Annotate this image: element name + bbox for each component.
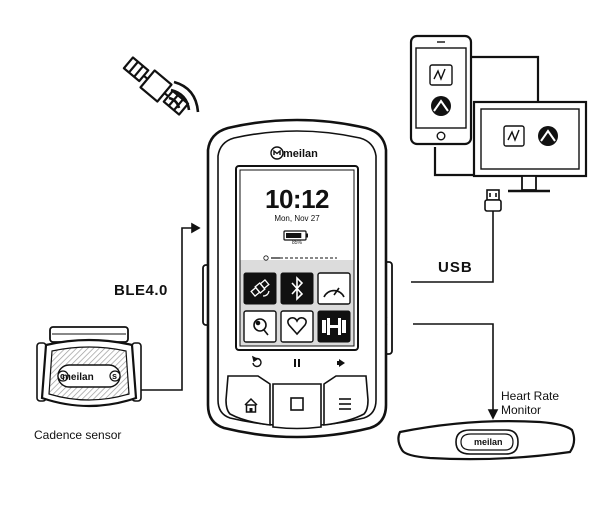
clock-time: 10:12 [265, 184, 330, 214]
tile-speedometer-icon[interactable] [323, 287, 345, 298]
back-arrow-icon[interactable] [251, 355, 262, 368]
tile-route-icon[interactable] [253, 318, 269, 336]
usb-connection-label: USB [438, 259, 473, 276]
ble-connection-label: BLE4.0 [114, 282, 168, 299]
connection-lines [128, 55, 540, 420]
cadence-brand: meilan [62, 372, 94, 383]
cadence-sensor [36, 326, 142, 408]
device-brand: meilan [283, 148, 318, 160]
meilan-logo-device [270, 146, 284, 160]
hardware-buttons [225, 375, 369, 430]
usb-plug [484, 189, 502, 212]
menu-icon[interactable] [339, 398, 351, 410]
satellite-icon [122, 56, 200, 116]
battery-percent: 85% [291, 240, 302, 246]
tile-heart-icon[interactable] [287, 317, 307, 336]
cadence-side-c: c [60, 371, 66, 381]
cadence-side-s: s [112, 371, 118, 381]
hrm-label-line1: Heart Rate [501, 389, 560, 403]
forward-arrow-icon[interactable] [337, 359, 345, 367]
hrm-label-line2: Monitor [501, 403, 542, 417]
clock-date: Mon, Nov 27 [274, 214, 320, 223]
square-icon[interactable] [290, 397, 304, 411]
heart-rate-strap [397, 420, 576, 461]
tile-bluetooth-icon[interactable] [291, 276, 304, 301]
smartphone [409, 34, 473, 146]
desktop-monitor [472, 100, 588, 193]
hrm-brand: meilan [474, 437, 503, 447]
pause-icon[interactable] [294, 359, 300, 367]
cadence-sensor-label: Cadence sensor [34, 428, 122, 442]
heart-rate-monitor-label: Heart Rate Monitor [501, 389, 559, 417]
tile-dumbbell-icon[interactable] [322, 318, 346, 335]
home-icon[interactable] [244, 397, 258, 413]
tile-satellite-icon[interactable] [250, 279, 270, 297]
